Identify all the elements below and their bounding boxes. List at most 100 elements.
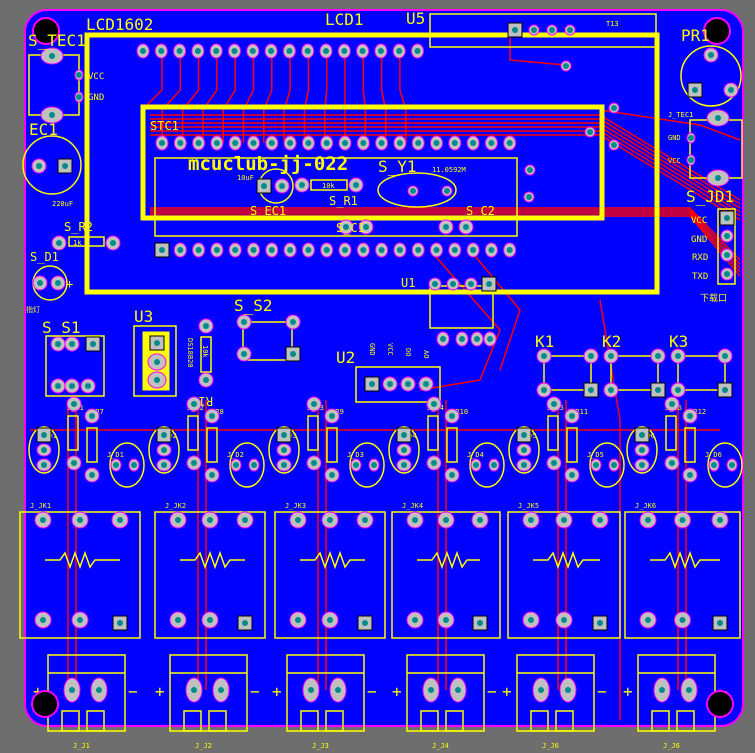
drill-hole bbox=[175, 617, 181, 623]
resistor-body bbox=[307, 415, 319, 451]
drill-hole bbox=[191, 460, 197, 466]
label-ds18b20: DS18B20 bbox=[186, 338, 194, 368]
label-j-d2: J_D2 bbox=[227, 451, 244, 459]
terminal-plus-sign: + bbox=[392, 682, 402, 701]
u3-outline bbox=[133, 325, 177, 397]
drill-hole bbox=[541, 387, 547, 393]
label-j-jk3: J_JK3 bbox=[285, 502, 306, 510]
label-u2-pin-ao: AO bbox=[422, 350, 430, 358]
drill-hole bbox=[360, 247, 367, 253]
label-k1: K1 bbox=[535, 332, 554, 351]
drill-hole bbox=[396, 48, 403, 54]
drill-hole bbox=[191, 687, 197, 693]
drill-hole bbox=[611, 142, 617, 148]
drill-hole bbox=[194, 48, 201, 54]
transistor-outline bbox=[626, 426, 658, 474]
terminal-plus-sign: + bbox=[33, 682, 43, 701]
label-s-r1: S_R1 bbox=[329, 194, 358, 208]
terminal-slot bbox=[208, 710, 227, 732]
drill-hole bbox=[323, 140, 330, 146]
label-10k: 10k bbox=[322, 182, 335, 190]
drill-hole bbox=[561, 517, 567, 523]
drill-hole bbox=[415, 140, 422, 146]
drill-hole bbox=[41, 462, 47, 468]
label-pr1: PR1 bbox=[681, 26, 710, 45]
drill-hole bbox=[131, 462, 137, 468]
transistor-outline bbox=[508, 426, 540, 474]
drill-hole bbox=[89, 472, 95, 478]
drill-hole bbox=[213, 48, 220, 54]
resistor-body bbox=[206, 427, 218, 463]
terminal-plus-sign: + bbox=[623, 682, 633, 701]
drill-hole bbox=[329, 413, 335, 419]
drill-hole bbox=[506, 140, 513, 146]
drill-hole bbox=[431, 401, 437, 407]
drill-hole bbox=[363, 224, 369, 230]
drill-hole bbox=[728, 87, 734, 93]
drill-hole bbox=[195, 247, 202, 253]
drill-hole bbox=[708, 52, 714, 58]
label-k3: K3 bbox=[669, 332, 688, 351]
label-s-y1: S_Y1 bbox=[378, 157, 417, 176]
drill-hole bbox=[521, 432, 527, 438]
drill-hole bbox=[455, 687, 461, 693]
terminal-plus-sign: + bbox=[502, 682, 512, 701]
s-s1-outline bbox=[45, 335, 105, 397]
drill-hole bbox=[233, 462, 239, 468]
drill-hole bbox=[69, 341, 75, 347]
drill-hole bbox=[218, 687, 224, 693]
label-s-ec1: S_EC1 bbox=[250, 204, 286, 218]
transistor-outline bbox=[268, 426, 300, 474]
label-lamp: 指灯 bbox=[26, 305, 40, 314]
drill-hole bbox=[250, 140, 257, 146]
label-j-jk2: J_JK2 bbox=[165, 502, 186, 510]
drill-hole bbox=[724, 233, 730, 239]
drill-hole bbox=[569, 472, 575, 478]
drill-hole bbox=[655, 387, 661, 393]
drill-hole bbox=[77, 517, 83, 523]
led-outline bbox=[707, 442, 743, 488]
drill-hole bbox=[213, 247, 220, 253]
drill-hole bbox=[37, 280, 43, 286]
drill-hole bbox=[177, 247, 184, 253]
relay-coil-symbol bbox=[300, 550, 365, 570]
drill-hole bbox=[724, 252, 730, 258]
drill-hole bbox=[415, 247, 422, 253]
drill-hole bbox=[287, 140, 294, 146]
terminal-minus-sign: − bbox=[128, 682, 138, 701]
drill-hole bbox=[304, 48, 311, 54]
drill-hole bbox=[729, 462, 735, 468]
drill-hole bbox=[538, 687, 544, 693]
label-u5: U5 bbox=[406, 9, 425, 28]
terminal-minus-sign: − bbox=[597, 682, 607, 701]
drill-hole bbox=[287, 247, 294, 253]
r1-body bbox=[200, 336, 212, 373]
terminal-slot bbox=[183, 710, 202, 732]
drill-hole bbox=[512, 27, 518, 33]
label-j-jk1: J_JK1 bbox=[30, 502, 51, 510]
label-gnd: GND bbox=[88, 93, 104, 103]
drill-hole bbox=[299, 182, 305, 188]
drill-hole bbox=[473, 462, 479, 468]
led-outline bbox=[589, 442, 625, 488]
label-s-c1: S_C1 bbox=[336, 221, 365, 235]
drill-hole bbox=[161, 447, 167, 453]
board-name: mcuclub-jj-022 bbox=[188, 153, 348, 175]
drill-hole bbox=[232, 247, 239, 253]
drill-hole bbox=[451, 140, 458, 146]
drill-hole bbox=[158, 48, 165, 54]
drill-hole bbox=[353, 462, 359, 468]
label-lcd1602: LCD1602 bbox=[86, 15, 153, 34]
drill-hole bbox=[488, 247, 495, 253]
drill-hole bbox=[541, 353, 547, 359]
drill-hole bbox=[608, 387, 614, 393]
label-s-jd1: S_JD1 bbox=[686, 187, 734, 206]
drill-hole bbox=[449, 472, 455, 478]
label-s-d1: S_D1 bbox=[30, 250, 59, 264]
led-outline bbox=[469, 442, 505, 488]
drill-hole bbox=[687, 413, 693, 419]
drill-hole bbox=[175, 517, 181, 523]
label-j-j2: J_J2 bbox=[195, 742, 212, 750]
label-10uf: 10uF bbox=[237, 174, 254, 182]
